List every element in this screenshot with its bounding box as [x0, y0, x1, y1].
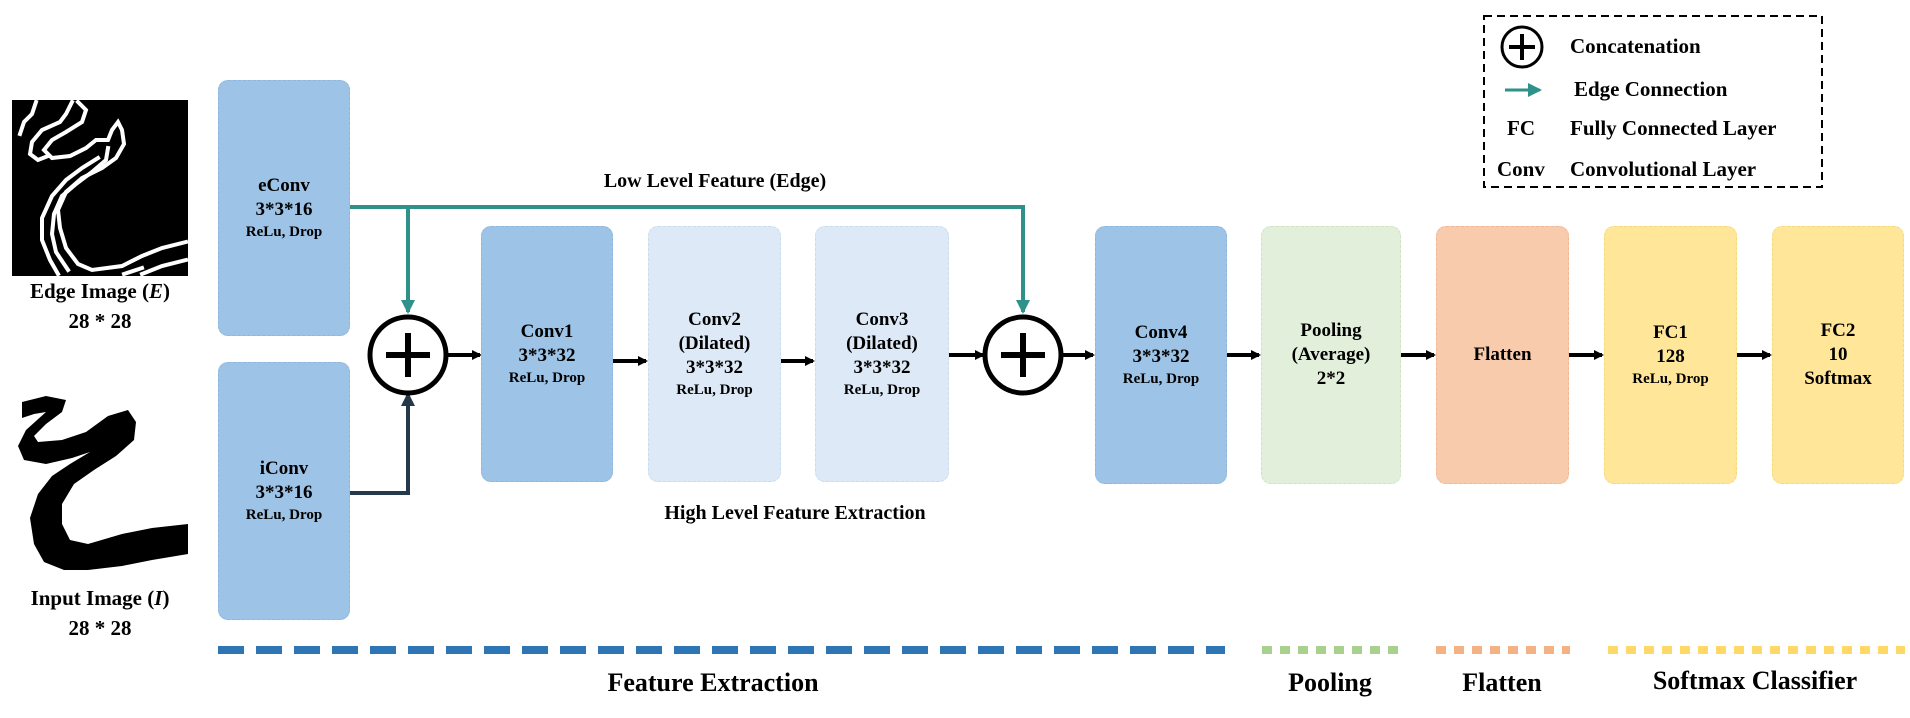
input-image: [12, 394, 188, 570]
fc2-dims: 10: [1828, 344, 1848, 365]
iconv-ops: ReLu, Drop: [245, 507, 323, 523]
fc2-ops: Softmax: [1804, 368, 1872, 389]
input-image-title-suffix: ): [162, 586, 170, 610]
legend-conv-abbr: Conv: [1497, 157, 1545, 181]
flatten-name: Flatten: [1473, 344, 1532, 365]
conv2-sub: (Dilated): [678, 333, 751, 354]
edge-image-size: 28 * 28: [68, 309, 132, 333]
econv-name: eConv: [258, 175, 310, 196]
stage-label-pooling: Pooling: [1288, 668, 1372, 697]
fc1-ops: ReLu, Drop: [1632, 371, 1709, 387]
conv3-ops: ReLu, Drop: [843, 382, 921, 398]
iconv-name: iConv: [259, 458, 309, 479]
conv4-ops: ReLu, Drop: [1122, 371, 1200, 387]
fc2-block: FC2 10 Softmax: [1772, 226, 1904, 484]
stage-label-flatten: Flatten: [1462, 668, 1542, 697]
edge-image-title-suffix: ): [163, 279, 170, 303]
edge-image-drawing: [17, 99, 189, 277]
legend-fc-desc: Fully Connected Layer: [1570, 116, 1777, 140]
edge-image: [12, 99, 189, 277]
econv-block: eConv 3*3*16 ReLu, Drop: [218, 80, 350, 336]
legend-conv-desc: Convolutional Layer: [1570, 157, 1757, 181]
conv1-name: Conv1: [520, 321, 574, 342]
conv3-block: Conv3 (Dilated) 3*3*32 ReLu, Drop: [815, 226, 949, 482]
low-level-feature-label: Low Level Feature (Edge): [603, 170, 827, 192]
input-image-title-prefix: Input Image (: [30, 586, 155, 610]
high-level-feature-label: High Level Feature Extraction: [664, 502, 926, 524]
pooling-sub: (Average): [1291, 344, 1371, 365]
stage-label-feature-extraction: Feature Extraction: [607, 668, 819, 697]
concat1-icon: [367, 314, 449, 396]
conv4-block: Conv4 3*3*32 ReLu, Drop: [1095, 226, 1227, 484]
pooling-block: Pooling (Average) 2*2: [1261, 226, 1401, 484]
legend-edge-label: Edge Connection: [1574, 77, 1728, 101]
fc1-dims: 128: [1656, 346, 1685, 367]
conv2-name: Conv2: [688, 309, 741, 330]
conv2-ops: ReLu, Drop: [676, 382, 753, 398]
conv1-block: Conv1 3*3*32 ReLu, Drop: [481, 226, 613, 482]
edge-image-title-prefix: Edge Image (: [29, 279, 149, 303]
pooling-dims: 2*2: [1316, 368, 1346, 389]
stage-label-softmax: Softmax Classifier: [1652, 666, 1858, 695]
fc1-block: FC1 128 ReLu, Drop: [1604, 226, 1737, 484]
conv2-dims: 3*3*32: [686, 357, 743, 378]
conv4-name: Conv4: [1134, 322, 1188, 343]
pooling-name: Pooling: [1300, 320, 1362, 341]
fc2-name: FC2: [1820, 320, 1856, 341]
input-image-size: 28 * 28: [68, 616, 132, 640]
input-image-title-var: I: [154, 586, 163, 610]
conv1-ops: ReLu, Drop: [508, 370, 586, 386]
conv3-sub: (Dilated): [846, 333, 918, 354]
iconv-to-concat1-connector: [350, 392, 415, 495]
flatten-block: Flatten: [1436, 226, 1569, 484]
legend-fc-abbr: FC: [1507, 116, 1535, 140]
legend-concat-label: Concatenation: [1570, 34, 1701, 58]
edge-image-title: Edge Image (E): [0, 278, 200, 304]
econv-dims: 3*3*16: [255, 199, 313, 220]
conv3-dims: 3*3*32: [853, 357, 911, 378]
conv1-dims: 3*3*32: [518, 345, 576, 366]
conv2-block: Conv2 (Dilated) 3*3*32 ReLu, Drop: [648, 226, 781, 482]
econv-ops: ReLu, Drop: [245, 224, 323, 240]
edge-feature-connector: [350, 205, 1030, 314]
conv4-dims: 3*3*32: [1132, 346, 1190, 367]
fc1-name: FC1: [1653, 322, 1688, 343]
conv3-name: Conv3: [855, 309, 909, 330]
concat2-icon: [982, 314, 1064, 396]
edge-image-title-var: E: [148, 279, 163, 303]
legend-box: [1483, 15, 1823, 188]
input-image-title: Input Image (I): [0, 585, 200, 611]
input-image-drawing: [18, 396, 188, 570]
legend-concat-icon: [1500, 25, 1544, 69]
iconv-block: iConv 3*3*16 ReLu, Drop: [218, 362, 350, 620]
iconv-dims: 3*3*16: [255, 482, 313, 503]
